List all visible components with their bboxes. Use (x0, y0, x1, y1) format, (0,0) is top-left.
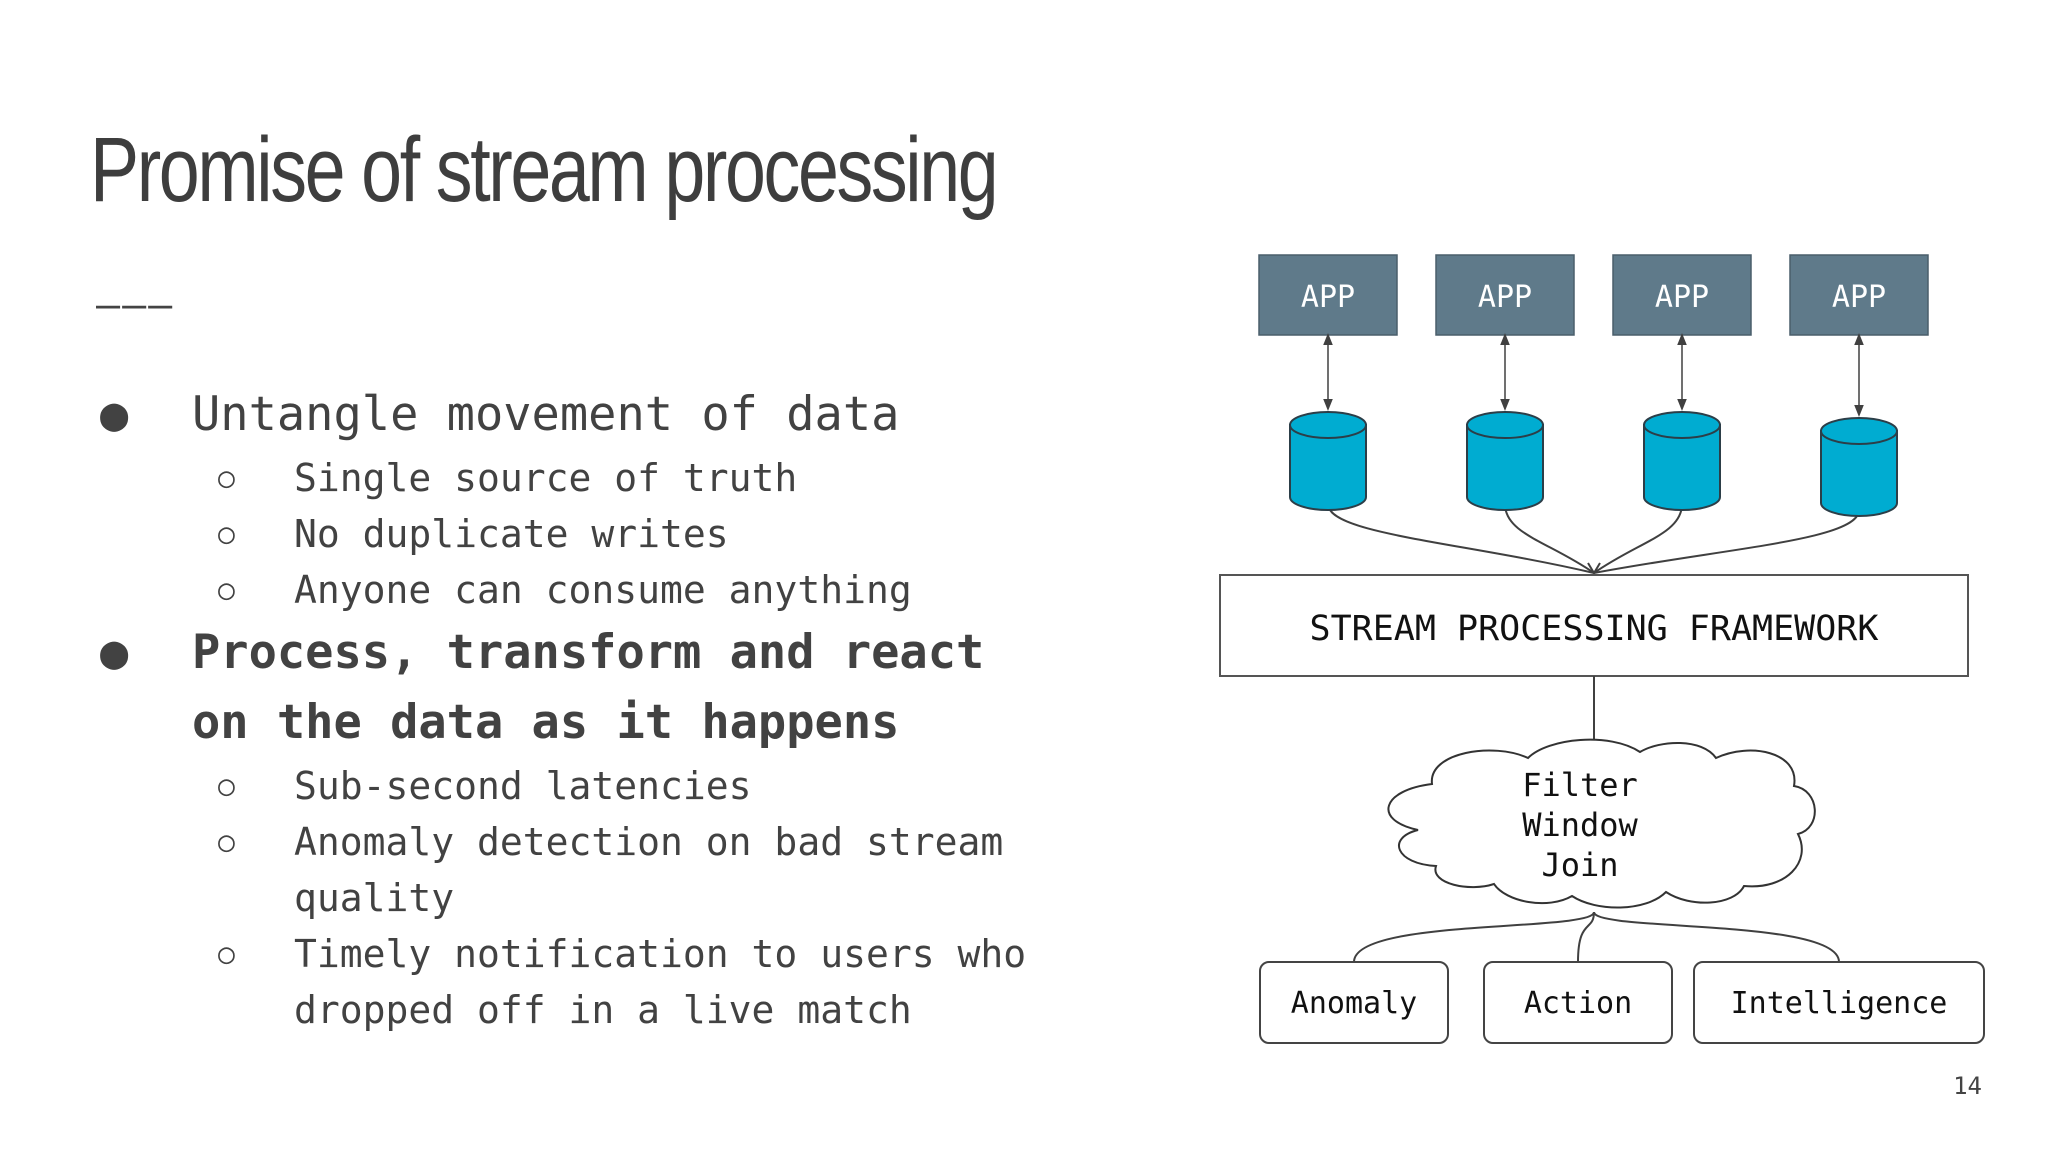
db-to-framework-line (1327, 503, 1595, 574)
cloud-operation-label: Filter (1522, 766, 1638, 804)
bullet-marker: ● (100, 387, 129, 442)
output-box (1259, 961, 1449, 1044)
bullet-text: quality (294, 876, 455, 920)
bullet-item: on the data as it happens (100, 688, 1080, 758)
bullet-item: ● Untangle movement of data (100, 380, 1080, 450)
sub-bullet-item: quality (100, 870, 1080, 926)
page-title: Promise of stream processing (90, 119, 999, 221)
sub-bullet-marker: ○ (218, 461, 235, 494)
bullet-marker: ● (100, 625, 129, 680)
sub-bullet-item: ○ Anomaly detection on bad stream (100, 814, 1080, 870)
cloud-to-output-line (1353, 911, 1595, 963)
app-box (1612, 254, 1752, 336)
sub-bullet-item: ○ No duplicate writes (100, 506, 1080, 562)
cloud-operation-label: Window (1522, 806, 1638, 844)
app-label: APP (1301, 280, 1355, 315)
sub-bullet-marker: ○ (218, 937, 235, 970)
sub-bullet-item: ○ Timely notification to users who (100, 926, 1080, 982)
cloud-to-output-line (1577, 911, 1595, 963)
sub-bullet-marker: ○ (218, 825, 235, 858)
app-box (1435, 254, 1575, 336)
app-box (1258, 254, 1398, 336)
sub-bullet-item: ○ Anyone can consume anything (100, 562, 1080, 618)
output-label: Action (1524, 986, 1632, 1021)
sub-bullet-marker: ○ (218, 573, 235, 606)
page-number: 14 (1953, 1072, 1982, 1100)
bullet-list: ● Untangle movement of data ○ Single source… (100, 380, 1080, 1038)
bullet-text: dropped off in a live match (294, 988, 912, 1032)
output-box (1693, 961, 1985, 1044)
bullet-text: Process, transform and react (192, 625, 985, 680)
sub-bullet-marker: ○ (218, 769, 235, 802)
database-icon (1643, 411, 1721, 511)
sub-bullet-item: dropped off in a live match (100, 982, 1080, 1038)
framework-label: STREAM PROCESSING FRAMEWORK (1310, 609, 1879, 649)
app-box (1789, 254, 1929, 336)
bullet-text: Untangle movement of data (192, 387, 900, 442)
db-to-framework-line (1593, 509, 1860, 574)
bullet-text: Sub-second latencies (294, 764, 752, 808)
database-icon (1466, 411, 1544, 511)
stream-processing-framework-box (1219, 574, 1969, 677)
app-label: APP (1832, 280, 1886, 315)
bullet-text: Single source of truth (294, 456, 798, 500)
db-to-framework-line (1593, 503, 1683, 574)
join-arrowhead (1587, 562, 1601, 575)
bullet-text: No duplicate writes (294, 512, 729, 556)
database-icon (1820, 417, 1898, 517)
cloud-operation-label: Join (1541, 846, 1618, 884)
app-label: APP (1655, 280, 1709, 315)
bullet-text: Anyone can consume anything (294, 568, 912, 612)
bullet-item: ● Process, transform and react (100, 618, 1080, 688)
output-label: Intelligence (1731, 986, 1948, 1021)
bullet-text: on the data as it happens (192, 695, 900, 750)
sub-bullet-item: ○ Single source of truth (100, 450, 1080, 506)
db-to-framework-line (1504, 503, 1595, 574)
output-box (1483, 961, 1673, 1044)
database-icon (1289, 411, 1367, 511)
cloud-to-output-line (1593, 911, 1840, 963)
output-label: Anomaly (1291, 986, 1417, 1021)
bullet-text: Anomaly detection on bad stream (294, 820, 1004, 864)
app-label: APP (1478, 280, 1532, 315)
sub-bullet-item: ○ Sub-second latencies (100, 758, 1080, 814)
title-underline: ——— (96, 282, 175, 328)
bullet-text: Timely notification to users who (294, 932, 1027, 976)
sub-bullet-marker: ○ (218, 517, 235, 550)
